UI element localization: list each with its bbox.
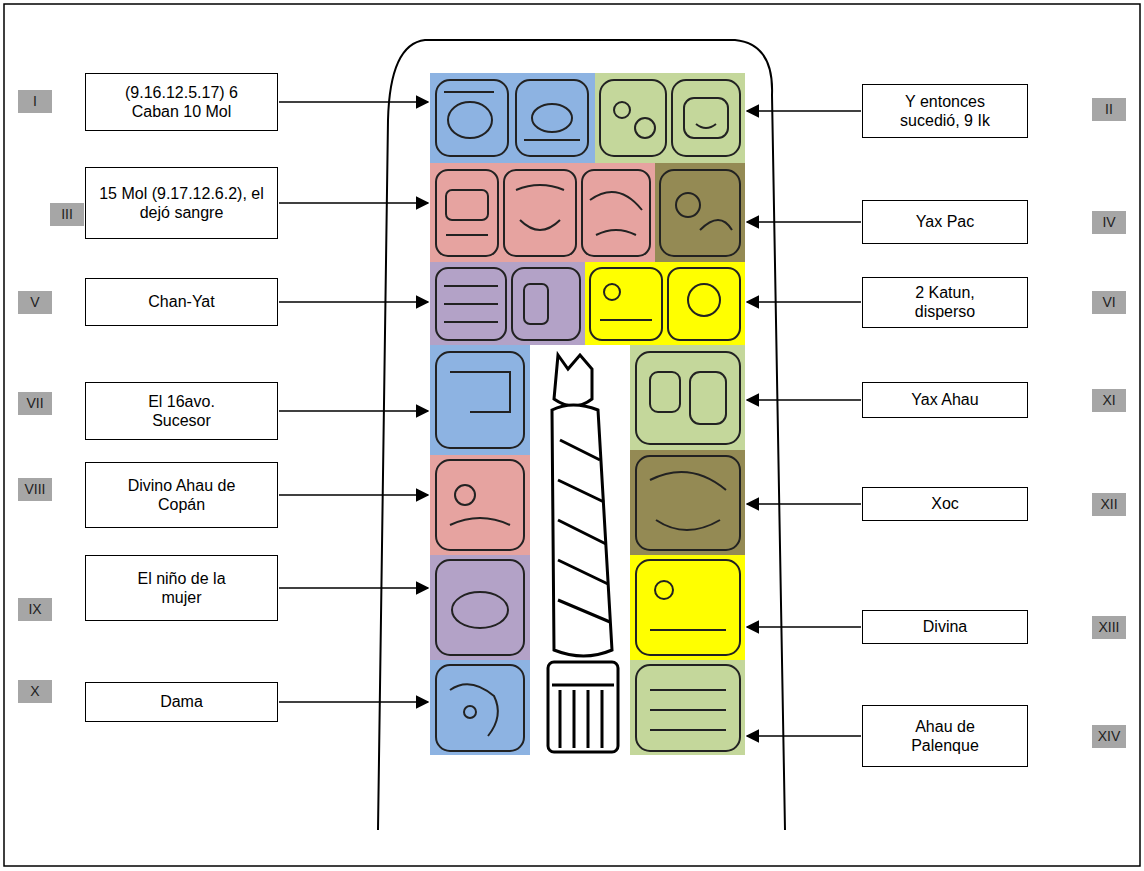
glyph-panel bbox=[430, 73, 745, 755]
callout-number: VI bbox=[1092, 291, 1126, 314]
callout-box: 15 Mol (9.17.12.6.2), el dejó sangre bbox=[85, 167, 278, 239]
callout-number: XIV bbox=[1092, 725, 1126, 748]
leader-arrows bbox=[279, 102, 861, 736]
callout-number: I bbox=[18, 90, 52, 113]
callout-number-text: XIV bbox=[1098, 727, 1121, 745]
stela-outline bbox=[378, 40, 785, 830]
callout-number-text: IX bbox=[28, 600, 41, 618]
glyph-block bbox=[585, 262, 745, 345]
callout-number-text: I bbox=[33, 92, 37, 110]
callout-number: XII bbox=[1092, 493, 1126, 516]
glyph-block bbox=[430, 163, 655, 262]
callout-box: Yax Pac bbox=[862, 200, 1028, 244]
callout-box: Chan-Yat bbox=[85, 278, 278, 326]
glyph-carving bbox=[436, 80, 740, 751]
callout-number: XI bbox=[1092, 389, 1126, 412]
leader-arrow bbox=[279, 301, 428, 303]
callout-text: 15 Mol (9.17.12.6.2), el dejó sangre bbox=[93, 184, 271, 222]
callout-number-text: III bbox=[61, 205, 73, 223]
glyph-block bbox=[430, 660, 530, 755]
glyph-block bbox=[430, 555, 530, 660]
leader-arrow bbox=[747, 221, 861, 223]
callout-box: El niño de la mujer bbox=[85, 555, 278, 621]
callout-number-text: II bbox=[1105, 100, 1113, 118]
callout-number-text: V bbox=[30, 293, 39, 311]
callout-text: Divino Ahau de Copán bbox=[114, 476, 249, 514]
callout-text: Y entonces sucedió, 9 Ik bbox=[886, 92, 1004, 130]
callout-number-text: VII bbox=[26, 394, 43, 412]
callout-box: Dama bbox=[85, 682, 278, 722]
glyph-block bbox=[595, 73, 745, 163]
callout-number: X bbox=[18, 680, 52, 703]
leader-arrow bbox=[747, 735, 861, 737]
callout-number-text: XIII bbox=[1098, 618, 1119, 636]
callout-number: V bbox=[18, 291, 52, 314]
callout-text: Divina bbox=[923, 617, 967, 636]
glyph-block bbox=[655, 163, 745, 262]
callout-number: II bbox=[1092, 98, 1126, 121]
callout-number: VIII bbox=[18, 478, 52, 501]
leader-arrow bbox=[279, 494, 428, 496]
callout-number-text: XII bbox=[1100, 495, 1117, 513]
leader-arrow bbox=[279, 410, 428, 412]
leader-arrow bbox=[747, 503, 861, 505]
leader-arrow bbox=[279, 587, 428, 589]
callout-text: Xoc bbox=[931, 494, 959, 513]
leader-arrow bbox=[747, 399, 861, 401]
callout-box: Ahau de Palenque bbox=[862, 705, 1028, 767]
callout-text: Ahau de Palenque bbox=[889, 717, 1001, 755]
callout-number-text: XI bbox=[1102, 391, 1115, 409]
callout-box: 2 Katun, disperso bbox=[862, 277, 1028, 328]
leader-arrow bbox=[279, 202, 428, 204]
callout-box: (9.16.12.5.17) 6 Caban 10 Mol bbox=[85, 73, 278, 131]
glyph-block bbox=[630, 345, 745, 450]
callout-number-text: IV bbox=[1102, 213, 1115, 231]
callout-number-text: VI bbox=[1102, 293, 1115, 311]
callout-text: Yax Ahau bbox=[911, 390, 978, 409]
serpent-figure bbox=[548, 355, 618, 752]
callout-box: Y entonces sucedió, 9 Ik bbox=[862, 84, 1028, 138]
callout-box: Yax Ahau bbox=[862, 382, 1028, 418]
callout-text: El niño de la mujer bbox=[123, 569, 241, 607]
glyph-block bbox=[630, 660, 745, 755]
glyph-block bbox=[430, 345, 530, 455]
callout-number: XIII bbox=[1092, 616, 1126, 639]
glyph-block bbox=[430, 73, 595, 163]
callout-box: El 16avo. Sucesor bbox=[85, 382, 278, 440]
leader-arrow bbox=[279, 701, 428, 703]
callout-number: IX bbox=[18, 598, 52, 621]
leader-arrow bbox=[747, 110, 861, 112]
callout-text: Yax Pac bbox=[916, 212, 974, 231]
callout-box: Divino Ahau de Copán bbox=[85, 462, 278, 528]
leader-arrow bbox=[747, 626, 861, 628]
callout-text: 2 Katun, disperso bbox=[900, 283, 990, 321]
callout-number: III bbox=[50, 203, 84, 226]
leader-arrow bbox=[747, 301, 861, 303]
glyph-block bbox=[630, 555, 745, 660]
callout-number-text: X bbox=[30, 682, 39, 700]
callout-box: Xoc bbox=[862, 487, 1028, 521]
leader-arrow bbox=[279, 101, 428, 103]
callout-number-text: VIII bbox=[24, 480, 45, 498]
glyph-block bbox=[430, 455, 530, 555]
frame bbox=[4, 4, 1140, 866]
callout-number: IV bbox=[1092, 211, 1126, 234]
callout-text: (9.16.12.5.17) 6 Caban 10 Mol bbox=[112, 83, 252, 121]
callout-number: VII bbox=[18, 392, 52, 415]
glyph-block bbox=[430, 262, 585, 345]
callout-text: Dama bbox=[160, 692, 203, 711]
glyph-block bbox=[630, 450, 745, 555]
callout-text: El 16avo. Sucesor bbox=[132, 392, 232, 430]
callout-text: Chan-Yat bbox=[148, 292, 214, 311]
callout-box: Divina bbox=[862, 610, 1028, 644]
